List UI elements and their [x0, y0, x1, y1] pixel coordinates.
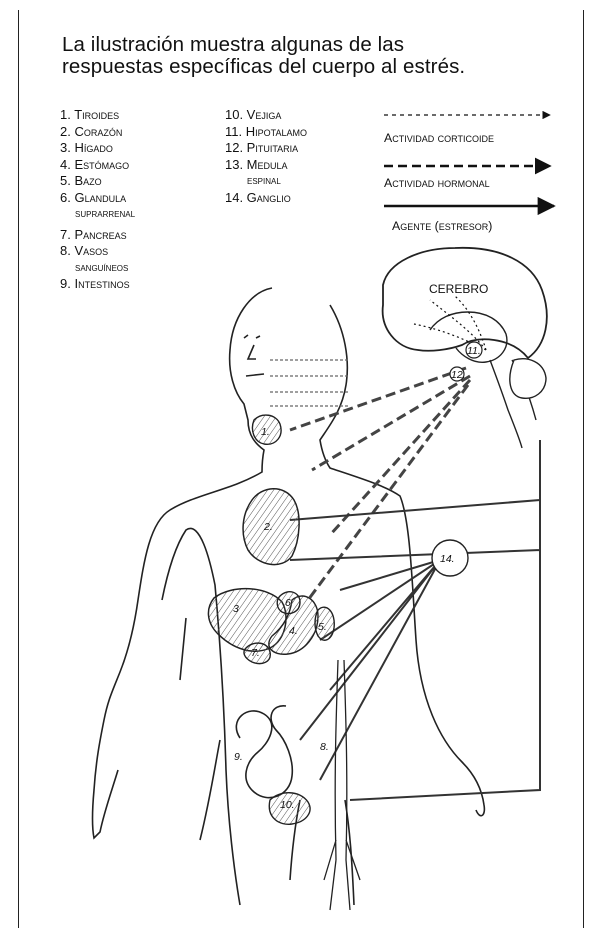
- cerebellum: [510, 359, 546, 399]
- brain-outline: [383, 248, 547, 358]
- organ-label-9: 9.: [234, 751, 243, 763]
- organ-label-2: 2.: [263, 521, 273, 533]
- organ-label-4: 4.: [289, 625, 298, 637]
- face-arrows: [270, 360, 350, 406]
- organ-label-3: 3: [233, 603, 239, 615]
- cerebro-label: CEREBRO: [429, 282, 488, 296]
- organ-label-8: 8.: [320, 741, 329, 753]
- organ-label-14: 14.: [440, 553, 455, 565]
- organ-label-6: 6: [285, 597, 291, 609]
- organ-label-7: 7.: [251, 647, 260, 659]
- organ-label-5: 5.: [318, 621, 327, 633]
- organ-blood-vessels: [324, 660, 360, 910]
- arm-left: [180, 618, 220, 840]
- organ-label-10: 10.: [280, 799, 295, 811]
- face: [244, 335, 264, 376]
- organ-intestines: [236, 706, 292, 798]
- organ-label-1: 1.: [261, 426, 270, 438]
- organ-label-11: 11.: [467, 345, 481, 357]
- organ-label-12: 12.: [451, 369, 466, 381]
